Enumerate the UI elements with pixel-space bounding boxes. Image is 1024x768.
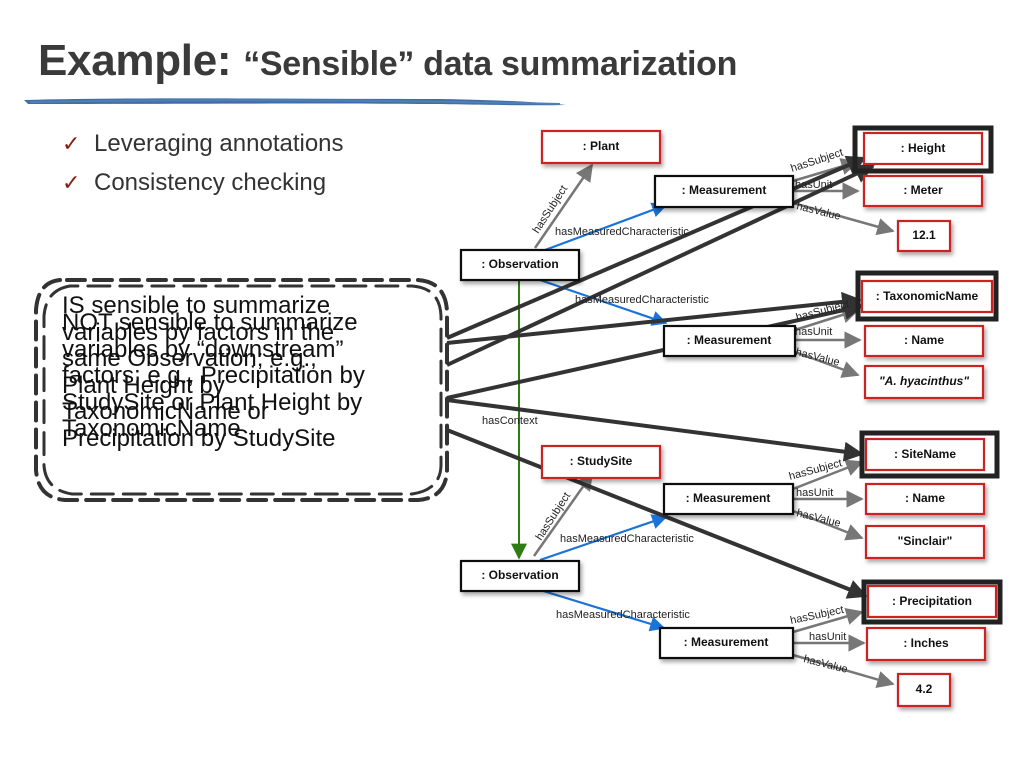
node-label: : Precipitation <box>892 594 972 608</box>
checkmark-icon: ✓ <box>62 131 81 156</box>
bullet-text: Leveraging annotations <box>94 130 344 157</box>
node-label: : StudySite <box>570 454 633 468</box>
slide-title: Example: “Sensible” data summarization <box>38 36 737 86</box>
callout-arrows <box>446 155 875 599</box>
node-label: : TaxonomicName <box>876 289 979 303</box>
callout-overlay-line: variables by “downstream” <box>62 335 344 363</box>
edge-label: hasValue <box>795 507 842 530</box>
callout-box: IS sensible to summarize variables by fa… <box>62 292 434 452</box>
edge-label: hasValue <box>795 200 842 223</box>
node-label: "A. hyacinthus" <box>879 374 969 388</box>
bullet-list: ✓ Leveraging annotations ✓ Consistency che… <box>62 124 344 202</box>
node-label: : Meter <box>903 183 943 197</box>
node-label: : Measurement <box>687 333 772 347</box>
edge-label: hasUnit <box>809 631 846 643</box>
edge-label: hasUnit <box>795 326 832 338</box>
node-value-12-1: 12.1 <box>896 219 952 253</box>
callout-line: variables by factors in the <box>62 318 335 346</box>
edge-label: hasValue <box>802 653 849 676</box>
node-label: : Measurement <box>684 635 769 649</box>
node-label: "Sinclair" <box>898 534 953 548</box>
node-name-2: : Name <box>864 482 986 516</box>
gray-edges <box>532 158 895 689</box>
node-measurement-2: : Measurement <box>662 324 797 358</box>
edge-label: hasContext <box>482 415 538 427</box>
node-label: : Observation <box>481 257 558 271</box>
node-measurement-3: : Measurement <box>662 482 795 516</box>
title-main: Example: <box>38 36 232 85</box>
bullet-text: Consistency checking <box>94 169 327 196</box>
node-plant: : Plant <box>540 129 662 165</box>
node-studysite: : StudySite <box>540 444 662 480</box>
node-label: : Observation <box>481 568 558 582</box>
callout-line: TaxonomicName or <box>62 398 269 425</box>
node-label: 4.2 <box>916 682 933 696</box>
node-label: : Name <box>904 333 944 347</box>
callout-line: Precipitation by StudySite <box>62 424 336 452</box>
node-height: : Height <box>852 125 994 174</box>
node-precipitation: : Precipitation <box>861 579 1003 625</box>
node-measurement-4: : Measurement <box>658 626 795 660</box>
callout-overlay-box: NOT sensible to summarize variables by “… <box>62 309 434 443</box>
node-inches: : Inches <box>865 626 987 662</box>
node-name-1: : Name <box>863 324 985 358</box>
edge-label: hasMeasuredCharacteristic <box>575 294 709 306</box>
node-label: : SiteName <box>894 447 956 461</box>
node-meter: : Meter <box>862 174 984 208</box>
callout-line: Plant Height by <box>62 371 225 399</box>
callout-line: IS sensible to summarize <box>62 292 331 319</box>
callout-overlay-line: StudySite or Plant Height by <box>62 388 363 416</box>
edge-label: hasUnit <box>795 179 832 191</box>
node-sitename: : SiteName <box>859 430 1000 479</box>
edge-label: hasSubject <box>789 604 845 627</box>
node-value-4-2: 4.2 <box>896 672 952 708</box>
node-label: : Measurement <box>682 183 767 197</box>
callout-overlay-line: TaxonomicName <box>62 415 241 442</box>
node-label: 12.1 <box>912 228 936 242</box>
node-a-hyacinthus: "A. hyacinthus" <box>863 364 985 400</box>
bullet-item: ✓ Leveraging annotations <box>62 124 344 163</box>
node-sinclair: "Sinclair" <box>864 524 986 560</box>
title-subtitle: “Sensible” data summarization <box>243 45 738 83</box>
node-label: : Height <box>901 141 946 155</box>
node-taxonomicname: : TaxonomicName <box>855 270 999 322</box>
edge-label: hasValue <box>794 346 841 369</box>
edge-label: hasUnit <box>796 487 833 499</box>
node-label: : Inches <box>903 636 949 650</box>
bullet-item: ✓ Consistency checking <box>62 163 344 202</box>
edge-label: hasMeasuredCharacteristic <box>560 533 694 545</box>
node-measurement-1: : Measurement <box>653 174 795 209</box>
edge-label: hasMeasuredCharacteristic <box>555 226 689 238</box>
callout-overlay-line: factors; e.g., Precipitation by <box>62 362 365 389</box>
node-label: : Plant <box>583 139 620 153</box>
node-label: : Measurement <box>686 491 771 505</box>
checkmark-icon: ✓ <box>62 170 81 195</box>
node-observation-1: : Observation <box>459 248 581 282</box>
node-observation-2: : Observation <box>459 559 581 593</box>
callout-line: same Observation; e.g., <box>62 345 317 372</box>
callout-overlay-line: NOT sensible to summarize <box>62 309 358 336</box>
edge-label: hasMeasuredCharacteristic <box>556 609 690 621</box>
node-label: : Name <box>905 491 945 505</box>
